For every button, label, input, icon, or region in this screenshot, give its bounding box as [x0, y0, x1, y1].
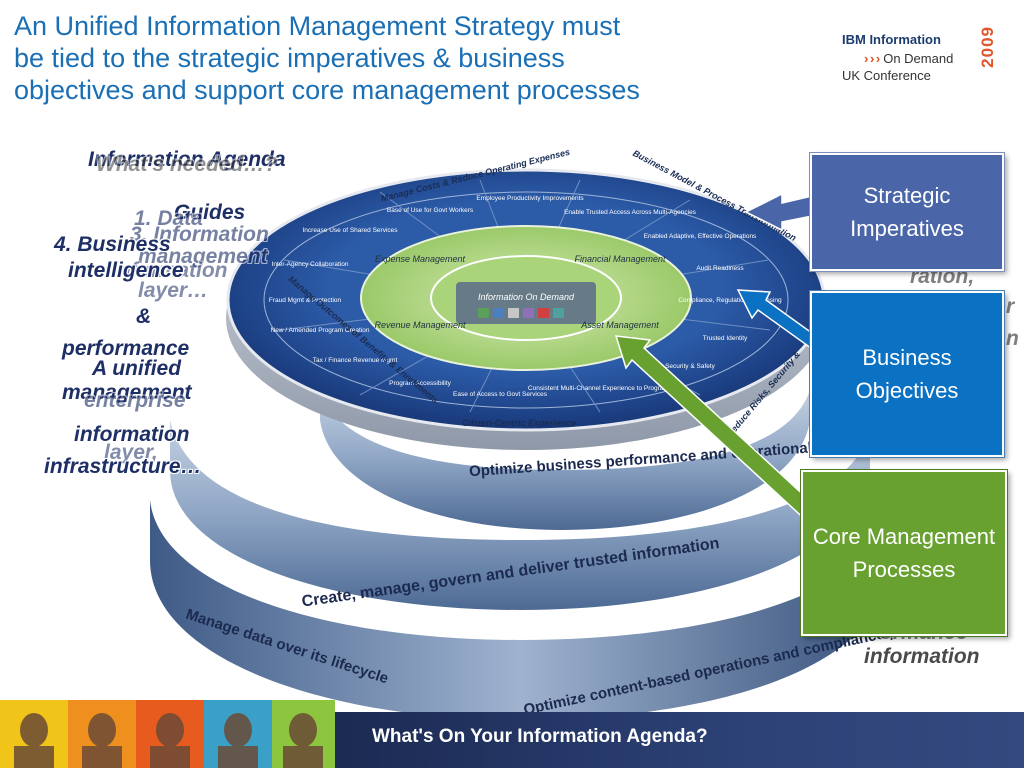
segment-label: New / Amended Program Creation [271, 327, 370, 334]
overlay-performance: performance [62, 337, 190, 360]
title-line-3: objectives and support core management p… [14, 75, 640, 105]
segment-label: Inter-Agency Collaboration [272, 261, 349, 268]
core-management-processes-box: Core Management Processes [800, 469, 1008, 637]
strategic-imperatives-box: Strategic Imperatives [809, 152, 1005, 272]
overlay-management: management [62, 381, 192, 404]
logo-line-3: UK Conference [842, 68, 931, 83]
footer-text: What's On Your Information Agenda? [372, 726, 708, 747]
overlay-item-1c: management [138, 245, 268, 268]
svg-text:Asset Management: Asset Management [580, 320, 659, 330]
quadrant-revenue: Revenue Management [374, 320, 466, 330]
overlay-information: information [74, 423, 190, 446]
svg-text:Fraud Mgmt & Protection: Fraud Mgmt & Protection [269, 297, 342, 304]
segment-label: Employee Productivity Improvements [476, 195, 584, 202]
svg-text:Employee Productivity Improvem: Employee Productivity Improvements [476, 195, 584, 202]
svg-text:Inter-Agency Collaboration: Inter-Agency Collaboration [272, 261, 349, 268]
overlay-right-3: n [1006, 327, 1019, 350]
segment-label: Audit Readiness [696, 265, 744, 272]
quadrant-asset: Asset Management [580, 320, 659, 330]
svg-text:Ease of Access to Govt Service: Ease of Access to Govt Services [453, 391, 548, 398]
svg-text:Information On Demand: Information On Demand [478, 292, 575, 302]
title-line-1: An Unified Information Management Strate… [14, 11, 621, 41]
svg-text:Program Accessibility: Program Accessibility [389, 380, 452, 387]
title-line-2: be tied to the strategic imperatives & b… [14, 43, 565, 73]
hub-label: Information On Demand [478, 292, 575, 302]
segment-label: Consistent Multi-Channel Experience to P… [528, 385, 673, 392]
layer-trusted-information: Create, manage, govern and deliver trust… [170, 420, 870, 611]
overlay-layer: layer, [104, 441, 158, 464]
quadrant-financial: Financial Management [574, 254, 666, 264]
ibm-conference-logo: IBM Information › › ›On Demand UK Confer… [842, 22, 1022, 92]
overlay-item-1e: layer… [138, 279, 209, 302]
svg-text:Security & Safety: Security & Safety [665, 363, 716, 370]
strategic-imperatives-label: Strategic Imperatives [850, 183, 964, 241]
segment-label: Tax / Finance Revenue Mgmt [313, 357, 398, 364]
svg-text:Audit Readiness: Audit Readiness [696, 265, 744, 272]
svg-text:Revenue Management: Revenue Management [374, 320, 466, 330]
svg-text:Consistent Multi-Channel Exper: Consistent Multi-Channel Experience to P… [528, 385, 673, 392]
svg-text:Compliance, Regulations, Licen: Compliance, Regulations, Licensing [678, 297, 782, 304]
business-objectives-box: Business Objectives [809, 290, 1005, 458]
footer-bar [335, 712, 1024, 768]
segment-label: Compliance, Regulations, Licensing [678, 297, 782, 304]
segment-label: Security & Safety [665, 363, 716, 370]
overlay-guides: Guides [174, 201, 246, 224]
segment-label: Program Accessibility [389, 380, 452, 387]
value-wheel: Information On Demand Expense Management… [226, 147, 826, 450]
logo-line-1: IBM Information [842, 32, 941, 47]
svg-text:Citizen-Centric Experience: Citizen-Centric Experience [462, 418, 576, 428]
quadrant-expense: Expense Management [375, 254, 466, 264]
svg-text:Trusted Identity: Trusted Identity [703, 335, 748, 342]
overlay-item-1a: 1. Data [134, 207, 203, 230]
svg-text:New / Amended Program Creation: New / Amended Program Creation [271, 327, 370, 334]
overlay-right-2: r [1006, 295, 1015, 318]
business-objectives-label: Business Objectives [855, 345, 959, 403]
overlay-enterprise: enterprise [84, 389, 186, 412]
overlay-amp: & [136, 305, 152, 328]
people-photo-strip [0, 700, 335, 768]
core-management-processes-label: Core Management Processes [812, 524, 996, 582]
slide-title: An Unified Information Management Strate… [14, 10, 814, 106]
svg-text:Increase Use of Shared Service: Increase Use of Shared Services [302, 227, 398, 234]
chevron-icon: › › › [864, 51, 880, 66]
hub-cubes [478, 308, 564, 318]
logo-line-2: › › ›On Demand [864, 51, 954, 66]
svg-text:Expense Management: Expense Management [375, 254, 466, 264]
segment-label: Base of Use for Govt Workers [387, 207, 474, 214]
overlay-item-1b: 3. Information [130, 223, 269, 246]
svg-text:Tax / Finance Revenue Mgmt: Tax / Finance Revenue Mgmt [313, 357, 398, 364]
segment-label: Enable Trusted Access Across Multi-Agenc… [564, 209, 697, 216]
overlay-infrastructure: infrastructure… [44, 455, 202, 478]
overlay-right-5: information [864, 645, 980, 668]
overlay-item-1d: information [112, 259, 228, 282]
svg-text:Financial Management: Financial Management [574, 254, 666, 264]
overlay-unified: A unified [92, 357, 182, 380]
svg-text:Enabled Adaptive, Effective Op: Enabled Adaptive, Effective Operations [644, 233, 757, 240]
overlay-item-4a: 4. Business [54, 233, 171, 256]
segment-label: Enabled Adaptive, Effective Operations [644, 233, 757, 240]
svg-text:Enable Trusted Access Across M: Enable Trusted Access Across Multi-Agenc… [564, 209, 697, 216]
segment-label: Trusted Identity [703, 335, 748, 342]
overlay-item-4b: intelligence [68, 259, 184, 282]
segment-label: Increase Use of Shared Services [302, 227, 398, 234]
overlay-heading-b: What's needed…? [96, 153, 278, 176]
segment-label: Fraud Mgmt & Protection [269, 297, 342, 304]
ring-label-bottom: Citizen-Centric Experience [462, 418, 576, 428]
overlay-heading-a: Information Agenda [88, 148, 286, 171]
segment-label: Ease of Access to Govt Services [453, 391, 548, 398]
svg-text:Base of Use for Govt Workers: Base of Use for Govt Workers [387, 207, 474, 214]
